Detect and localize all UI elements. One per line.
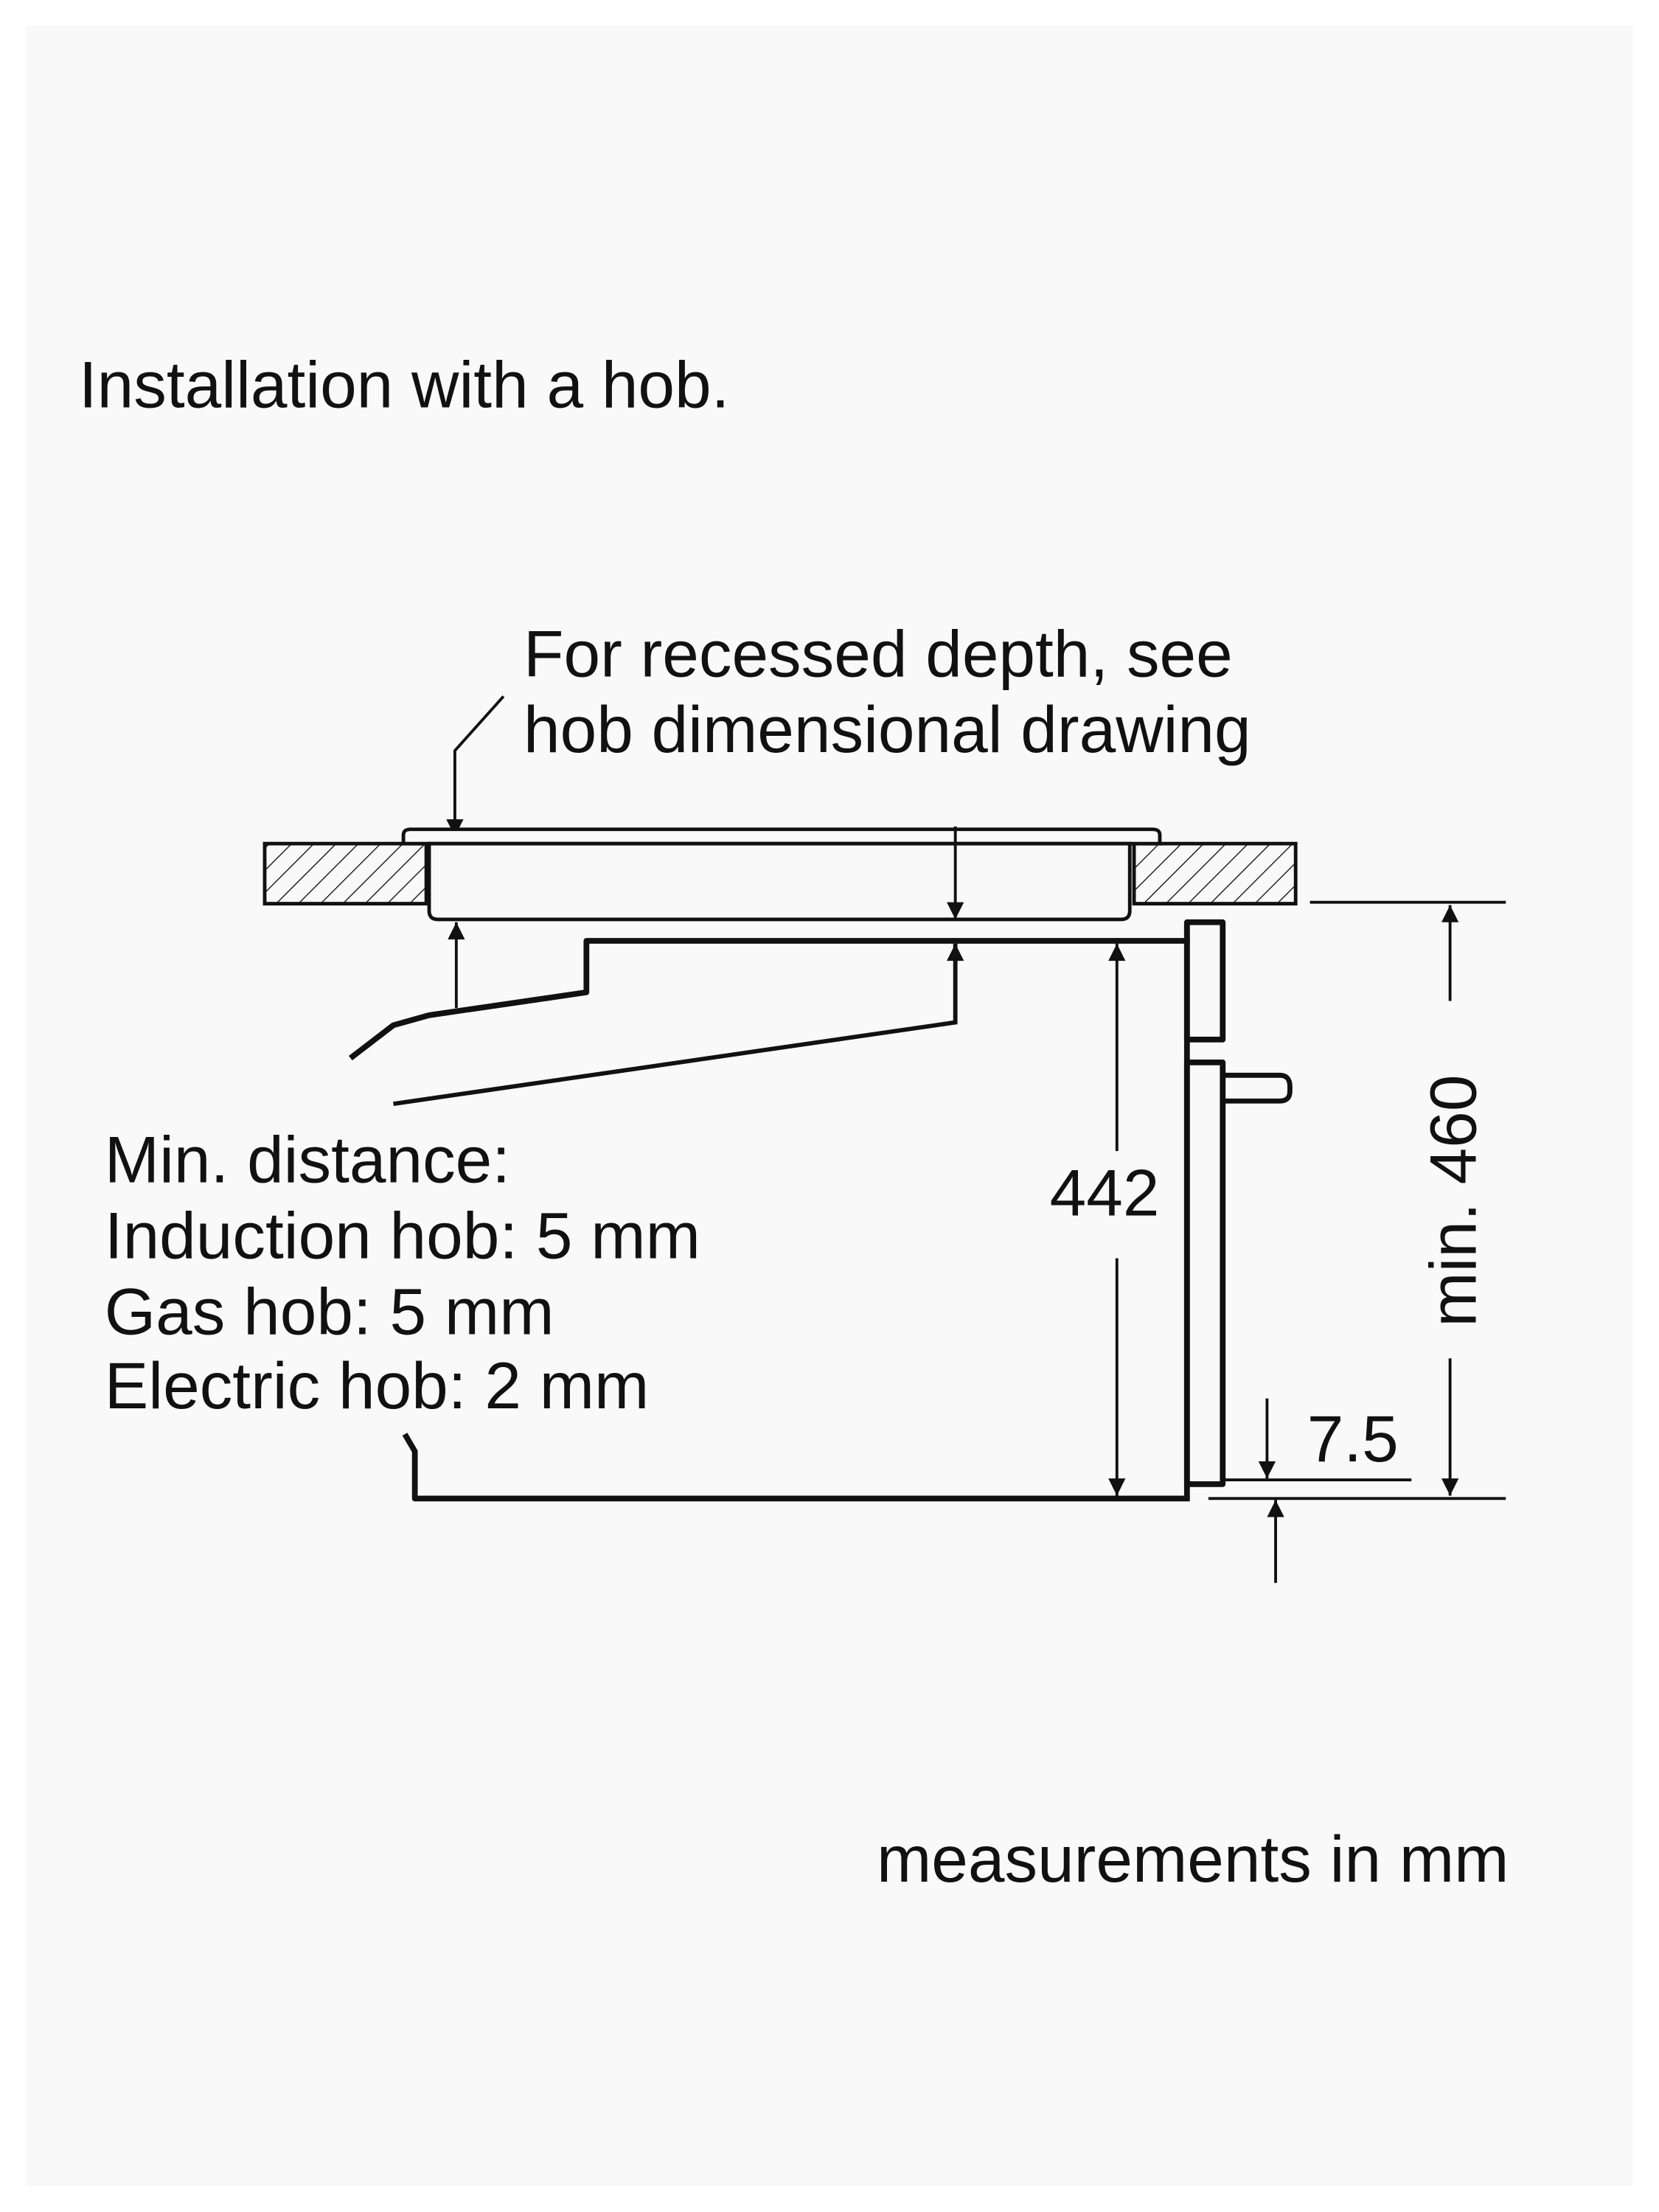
dimension-min-460: min. 460 xyxy=(1208,900,1506,1500)
callout-line-2: hob dimensional drawing xyxy=(524,692,1251,766)
countertop-right xyxy=(1132,841,1298,906)
units-note: measurements in mm xyxy=(877,1822,1509,1896)
dimension-442: 442 xyxy=(1050,943,1160,1496)
min-distance-gas: Gas hob: 5 mm xyxy=(105,1274,554,1348)
countertop xyxy=(262,841,1298,906)
cutout-height-label: min. 460 xyxy=(1416,1075,1490,1327)
hob xyxy=(401,827,1162,922)
min-distance-notes: Min. distance: Induction hob: 5 mm Gas h… xyxy=(105,1123,700,1422)
countertop-left xyxy=(262,841,428,906)
min-distance-electric: Electric hob: 2 mm xyxy=(105,1349,650,1422)
diagram-title: Installation with a hob. xyxy=(79,348,730,422)
min-distance-heading: Min. distance: xyxy=(105,1123,510,1197)
recessed-depth-callout: For recessed depth, see hob dimensional … xyxy=(446,616,1251,837)
clearance-arrows xyxy=(393,826,964,1106)
dimension-7-5: 7.5 xyxy=(1222,1398,1412,1583)
min-distance-induction: Induction hob: 5 mm xyxy=(105,1199,700,1273)
oven xyxy=(348,919,1293,1502)
callout-line-1: For recessed depth, see xyxy=(524,616,1233,690)
offset-label: 7.5 xyxy=(1307,1402,1399,1475)
oven-height-label: 442 xyxy=(1050,1155,1160,1229)
oven-handle xyxy=(1222,1072,1293,1104)
